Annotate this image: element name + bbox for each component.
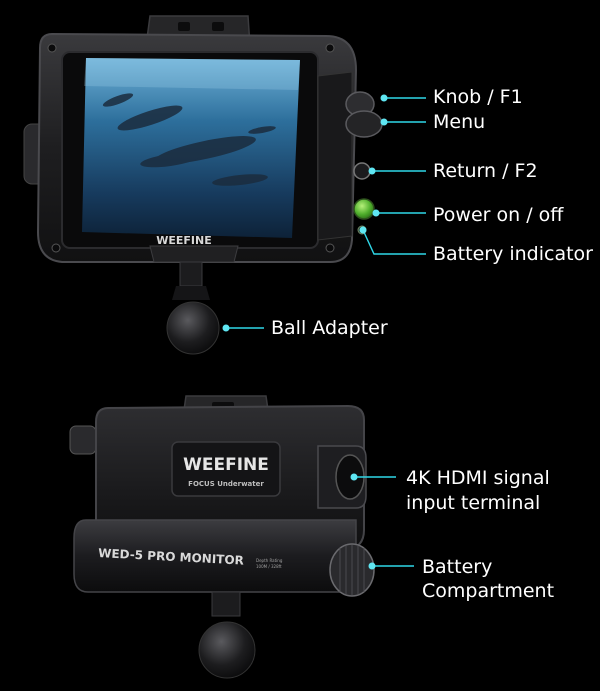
mount-slot-right: [212, 22, 224, 31]
menu-button-icon: [345, 110, 383, 138]
return-button-icon: [353, 162, 371, 180]
callout-dot: [368, 167, 376, 175]
callout-label-battery-line-1: Battery: [422, 556, 493, 578]
screw-icon: [47, 43, 57, 53]
callout-label-hdmi-line-2: input terminal: [406, 492, 541, 514]
callout-dot: [368, 562, 376, 570]
callout-dot: [372, 209, 380, 217]
back-brand-tagline: FOCUS Underwater: [188, 480, 264, 488]
callout-lines: [226, 97, 426, 567]
mount-slot-left: [178, 22, 190, 31]
battery-cylinder: [73, 519, 357, 593]
callout-dot: [222, 324, 230, 332]
callout-dots: [222, 94, 388, 570]
back-ball-stem: [211, 591, 241, 617]
back-brand-logo: WEEFINE: [183, 455, 269, 475]
front-brand-logo: WEEFINE: [156, 234, 212, 247]
ball-adapter-icon: [166, 301, 220, 355]
callout-dot: [359, 226, 367, 234]
front-monitor: WEEFINE: [23, 15, 383, 355]
callout-label-battery-indicator: Battery indicator: [433, 243, 593, 265]
callout-label-hdmi-line-1: 4K HDMI signal: [406, 467, 550, 489]
depth-rating-line-2: 100M / 328ft: [256, 564, 282, 569]
screw-icon: [325, 43, 335, 53]
callout-label-battery-line-2: Compartment: [422, 580, 555, 602]
back-ball-adapter-icon: [198, 621, 256, 679]
depth-rating-line-1: Depth Rating: [256, 558, 283, 563]
callout-label-power: Power on / off: [433, 204, 564, 226]
screw-icon: [325, 243, 335, 253]
back-monitor: WEEFINE FOCUS Underwater WED-5 PRO MONIT…: [69, 395, 375, 679]
callout-line-battery-indicator: [362, 229, 426, 255]
front-bottom-mount: [149, 245, 239, 263]
callout-dot: [350, 473, 358, 481]
back-left-knob: [69, 425, 97, 455]
knurl-lines: [339, 545, 365, 595]
screen-glare: [84, 58, 300, 90]
ball-stem: [179, 261, 203, 287]
callout-label-knob: Knob / F1: [433, 86, 523, 108]
screw-icon: [51, 243, 61, 253]
dolphins-image: [102, 93, 276, 186]
callout-label-ball-adapter: Ball Adapter: [271, 317, 388, 339]
ball-neck: [172, 286, 210, 300]
callout-dot: [380, 94, 388, 102]
power-button-icon: [353, 198, 375, 220]
callout-label-menu: Menu: [433, 111, 486, 133]
back-logo-plate: [171, 441, 281, 497]
right-button-panel: [317, 71, 353, 241]
callout-label-return: Return / F2: [433, 160, 538, 182]
callout-dot: [380, 118, 388, 126]
